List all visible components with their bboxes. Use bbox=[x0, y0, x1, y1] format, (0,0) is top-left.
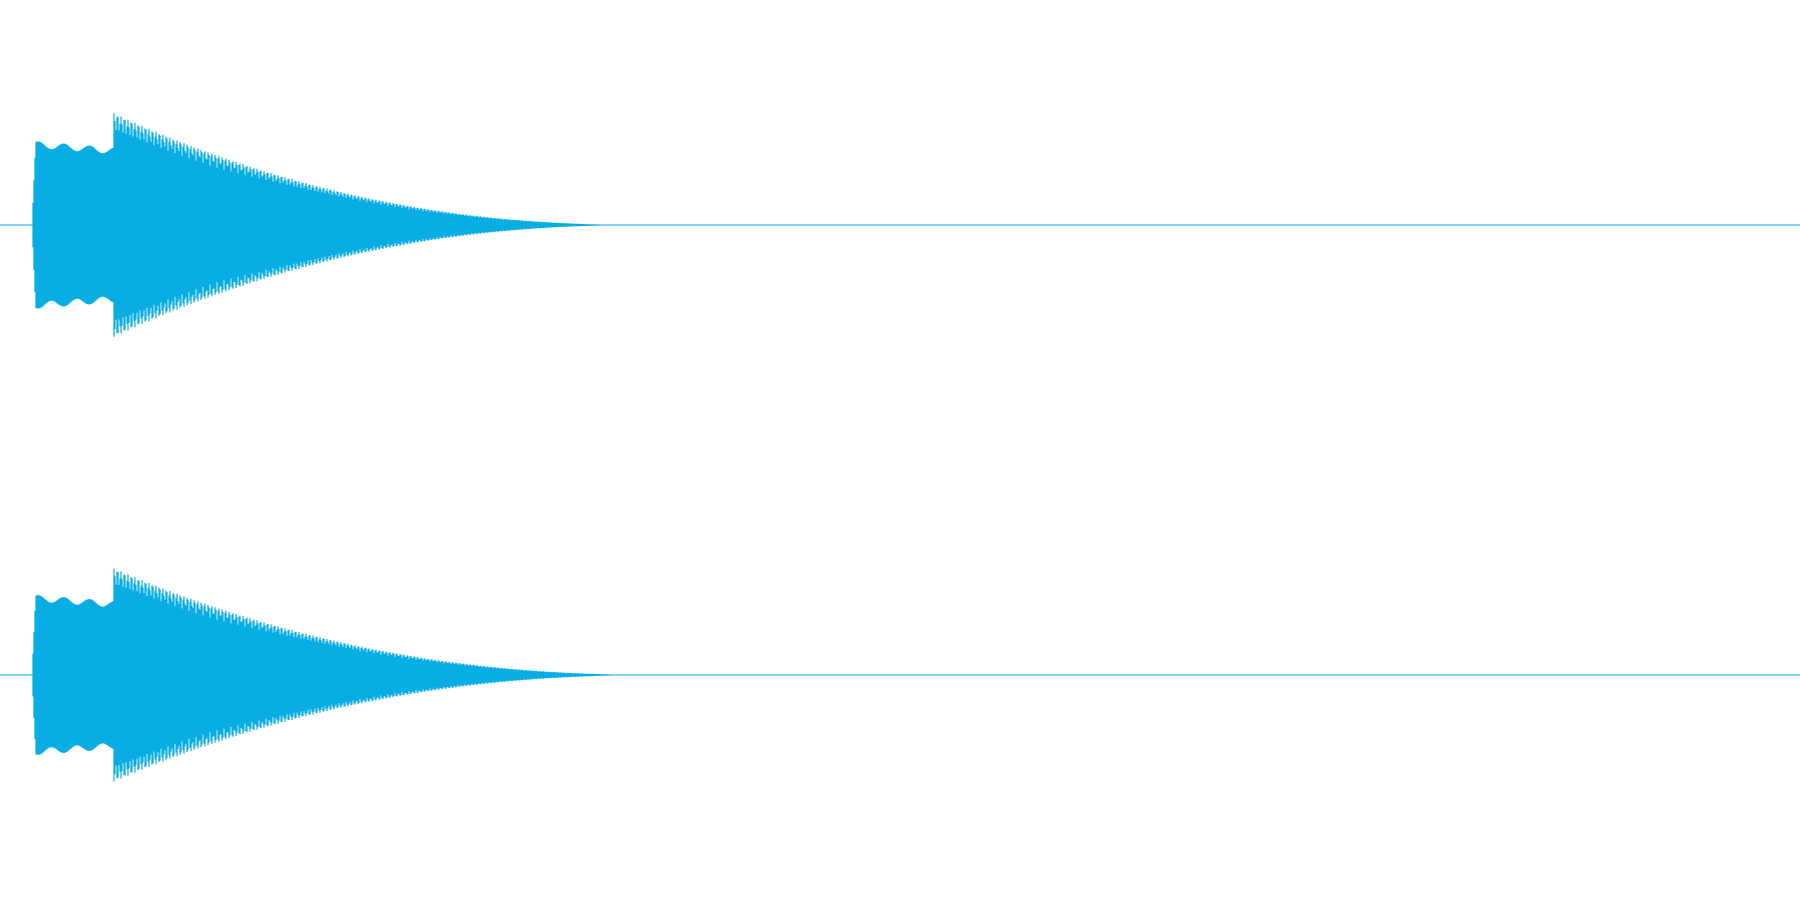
waveform-envelope bbox=[31, 568, 665, 782]
waveform-envelope bbox=[31, 113, 651, 337]
channel-2-waveform bbox=[0, 568, 1800, 782]
channel-1-waveform bbox=[0, 113, 1800, 337]
